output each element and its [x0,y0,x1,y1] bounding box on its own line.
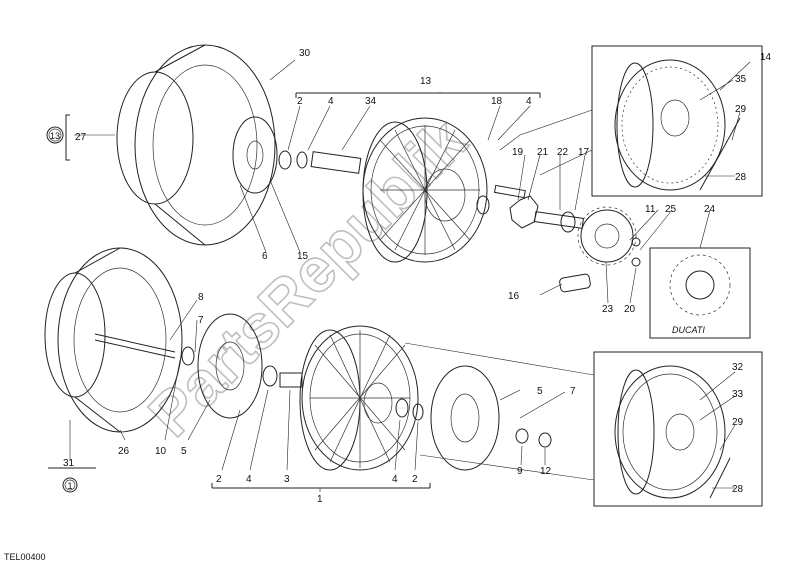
callout-29b: 29 [732,417,744,428]
ducati-logo: DUCATI [672,325,705,335]
drawing-code: TEL00400 [4,552,46,562]
rear-spacers [278,150,362,174]
callout-15: 15 [297,251,309,262]
callout-2b: 2 [216,474,222,485]
rear-brake-disc [232,116,278,194]
callout-23: 23 [602,304,614,315]
group-bracket-13 [295,92,541,98]
bracket-27 [65,114,70,161]
front-axle [94,333,195,366]
callout-33: 33 [732,389,744,400]
callout-13: 13 [420,76,432,87]
sprocket-nuts [631,237,641,267]
callout-4b: 4 [526,96,532,107]
callout-20: 20 [624,304,636,315]
callout-28a: 28 [735,172,747,183]
callout-16: 16 [508,291,520,302]
front-brake-disc-right [430,365,500,471]
callout-18: 18 [491,96,503,107]
sprocket-carrier-box: DUCATI [649,247,751,339]
callout-5b: 5 [537,386,543,397]
callout-7b: 7 [570,386,576,397]
callout-7a: 7 [198,315,204,326]
callout-1: 1 [317,494,323,505]
callout-14: 14 [760,52,772,63]
chain-link [559,273,591,293]
svg-text:1: 1 [67,481,72,491]
group-marker-13: 13 [46,126,64,144]
callout-30: 30 [299,48,311,59]
callout-4d: 4 [392,474,398,485]
leader-lines [69,59,751,492]
callout-9: 9 [517,466,523,477]
callout-25: 25 [665,204,677,215]
rear-hub-parts [476,184,585,233]
callout-17: 17 [578,147,590,158]
watermark: PartsRepublik [136,106,480,450]
callout-29a: 29 [735,104,747,115]
callout-22: 22 [557,147,569,158]
callout-2a: 2 [297,96,303,107]
rear-spoked-wheel [362,117,488,263]
front-tyre [44,247,183,433]
callout-32: 32 [732,362,744,373]
svg-text:13: 13 [50,131,60,141]
group-marker-1: 1 [62,477,78,493]
callout-10: 10 [155,446,167,457]
rear-inset-box [591,45,763,197]
callout-19: 19 [512,147,524,158]
callout-8: 8 [198,292,204,303]
callout-35: 35 [735,74,747,85]
front-spacers [262,365,552,448]
callout-labels: 30 13 27 2 4 34 18 4 19 21 22 17 14 35 2… [63,48,772,505]
callout-24: 24 [704,204,716,215]
callout-34: 34 [365,96,377,107]
front-inset-box [593,351,763,507]
callout-26: 26 [118,446,130,457]
callout-31: 31 [63,458,75,469]
callout-11: 11 [645,204,656,215]
callout-28b: 28 [732,484,744,495]
callout-4c: 4 [246,474,252,485]
front-spoked-wheel [299,325,419,471]
callout-2c: 2 [412,474,418,485]
callout-6: 6 [262,251,268,262]
rear-sprocket [577,206,637,266]
callout-3: 3 [284,474,290,485]
callout-5a: 5 [181,446,187,457]
callout-27: 27 [75,132,87,143]
front-brake-disc-left [197,313,263,419]
callout-12: 12 [540,466,552,477]
rear-tyre [116,44,276,246]
callout-4a: 4 [328,96,334,107]
callout-21: 21 [537,147,549,158]
